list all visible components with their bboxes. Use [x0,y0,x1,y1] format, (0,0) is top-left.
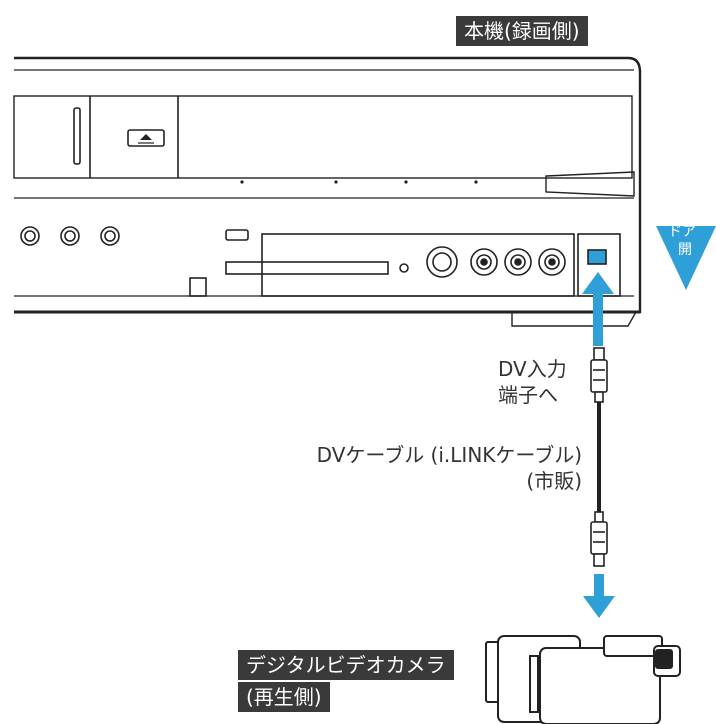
video-camera [485,635,681,724]
recorder-unit [13,56,642,327]
door-open-label-2: 開 [678,242,692,258]
camera-label: デジタルビデオカメラ [238,650,454,680]
dv-cable [590,347,608,567]
door-open-label: ドア [668,224,696,240]
dv-input-label-2: 端子へ [498,383,558,407]
cable-label-2: (市販) [526,469,582,493]
camera-label-2: (再生側) [238,682,330,712]
dv-input-label: DV入力 [498,357,567,381]
arrow-to-port-icon [582,272,614,346]
dv-input-port [587,249,607,265]
arrow-from-camera-icon [583,574,615,618]
cable-label: DVケーブル (i.LINKケーブル) [316,443,582,467]
recorder-side-label: 本機(録画側) [456,16,588,46]
door-open-marker [656,226,716,290]
